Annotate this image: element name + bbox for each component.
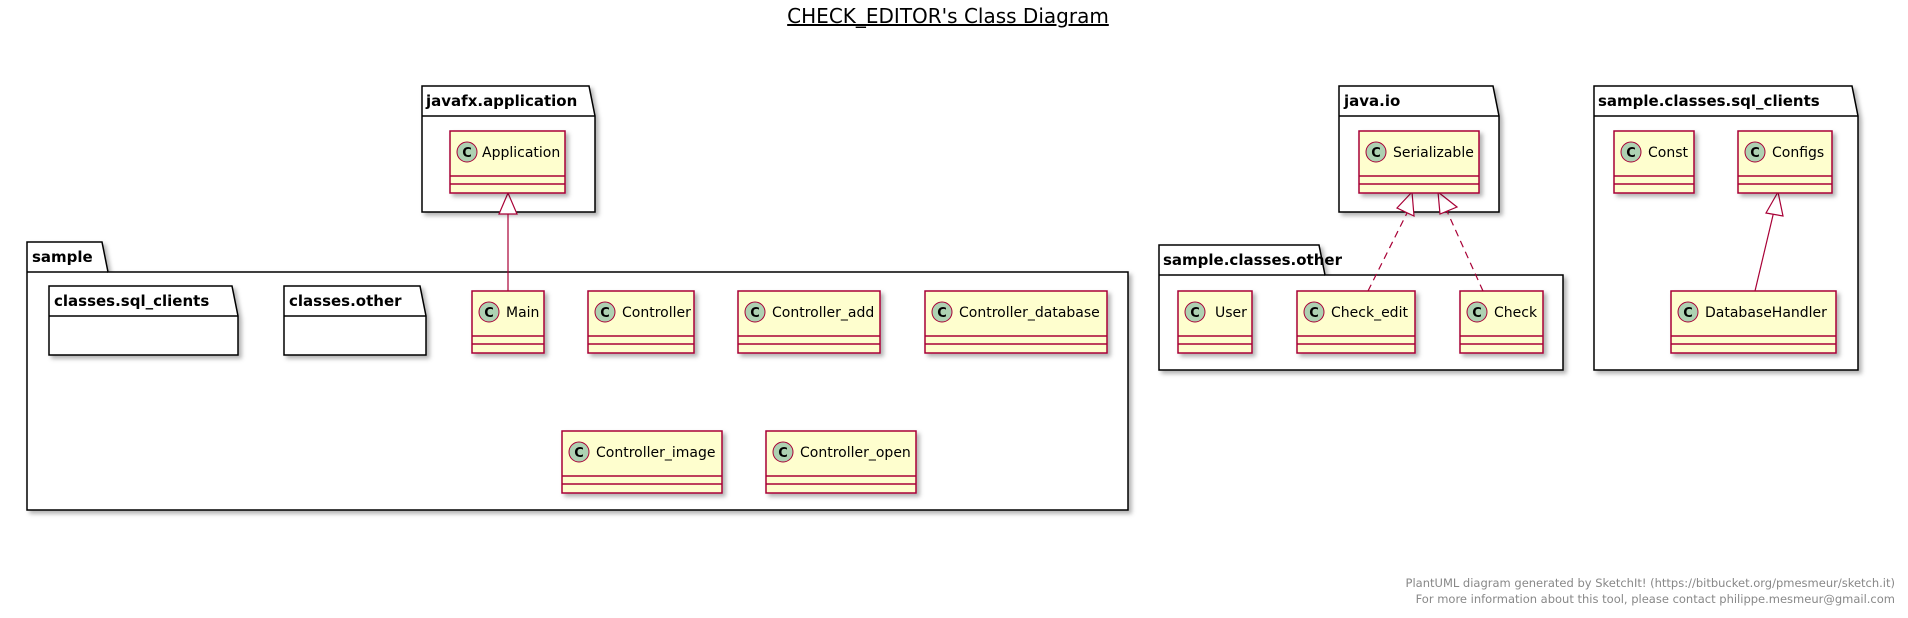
class-name: Controller_database: [959, 305, 1100, 321]
class-name: Controller_open: [800, 445, 911, 461]
svg-text:C: C: [1371, 146, 1381, 161]
package-label: sample.classes.sql_clients: [1598, 92, 1820, 110]
class-icon: C: [931, 301, 953, 323]
svg-text:C: C: [600, 306, 610, 321]
class-icon: C: [1620, 141, 1642, 163]
package-label: classes.other: [289, 292, 402, 310]
class-icon: C: [1303, 301, 1325, 323]
class-name: User: [1215, 305, 1247, 321]
svg-text:C: C: [574, 446, 584, 461]
class-database-handler: [1670, 290, 1837, 354]
class-const: [1613, 130, 1695, 194]
class-name: Configs: [1772, 145, 1824, 161]
class-icon: C: [744, 301, 766, 323]
inheritance-main-application: [498, 191, 518, 291]
footer-line-1: PlantUML diagram generated by SketchIt! …: [1406, 576, 1895, 590]
svg-text:C: C: [937, 306, 947, 321]
class-icon: C: [456, 141, 478, 163]
footer-line-2: For more information about this tool, pl…: [1416, 592, 1895, 606]
svg-text:C: C: [1472, 306, 1482, 321]
svg-text:C: C: [1190, 306, 1200, 321]
class-icon: C: [568, 441, 590, 463]
svg-text:C: C: [1683, 306, 1693, 321]
class-controller-add: [737, 290, 881, 354]
package-label: java.io: [1343, 92, 1400, 110]
class-controller-open: [765, 430, 917, 494]
class-icon: C: [1184, 301, 1206, 323]
class-name: Controller_image: [596, 445, 715, 461]
realization-check-edit-serializable: [1367, 190, 1415, 292]
class-check: [1459, 290, 1544, 354]
package-label: sample: [32, 248, 93, 266]
svg-text:C: C: [778, 446, 788, 461]
realization-check-serializable: [1437, 190, 1484, 292]
package-classes-other: [283, 285, 427, 356]
svg-text:C: C: [484, 306, 494, 321]
diagram-title: CHECK_EDITOR's Class Diagram: [787, 4, 1109, 28]
svg-text:C: C: [462, 146, 472, 161]
class-name: Const: [1648, 145, 1689, 161]
class-icon: C: [594, 301, 616, 323]
class-name: Controller_add: [772, 305, 874, 321]
class-name: Controller: [622, 305, 691, 321]
package-label: sample.classes.other: [1163, 251, 1343, 269]
class-user: [1177, 290, 1253, 354]
class-icon: C: [1365, 141, 1387, 163]
class-main: [471, 290, 545, 354]
class-icon: C: [1677, 301, 1699, 323]
class-icon: C: [478, 301, 500, 323]
inheritance-databasehandler-configs: [1754, 190, 1784, 292]
class-name: Application: [482, 145, 560, 161]
svg-text:C: C: [1309, 306, 1319, 321]
class-name: DatabaseHandler: [1705, 305, 1827, 321]
class-controller-database: [924, 290, 1108, 354]
svg-text:C: C: [750, 306, 760, 321]
svg-text:C: C: [1750, 146, 1760, 161]
class-name: Check_edit: [1331, 305, 1408, 321]
package-classes-sql-clients: [48, 285, 239, 356]
class-name: Serializable: [1393, 145, 1474, 161]
svg-text:C: C: [1626, 146, 1636, 161]
class-name: Main: [506, 305, 539, 321]
package-label: classes.sql_clients: [54, 292, 209, 310]
class-icon: C: [1466, 301, 1488, 323]
package-label: javafx.application: [425, 92, 577, 110]
class-controller-image: [561, 430, 723, 494]
class-name: Check: [1494, 305, 1538, 321]
class-icon: C: [1744, 141, 1766, 163]
class-icon: C: [772, 441, 794, 463]
